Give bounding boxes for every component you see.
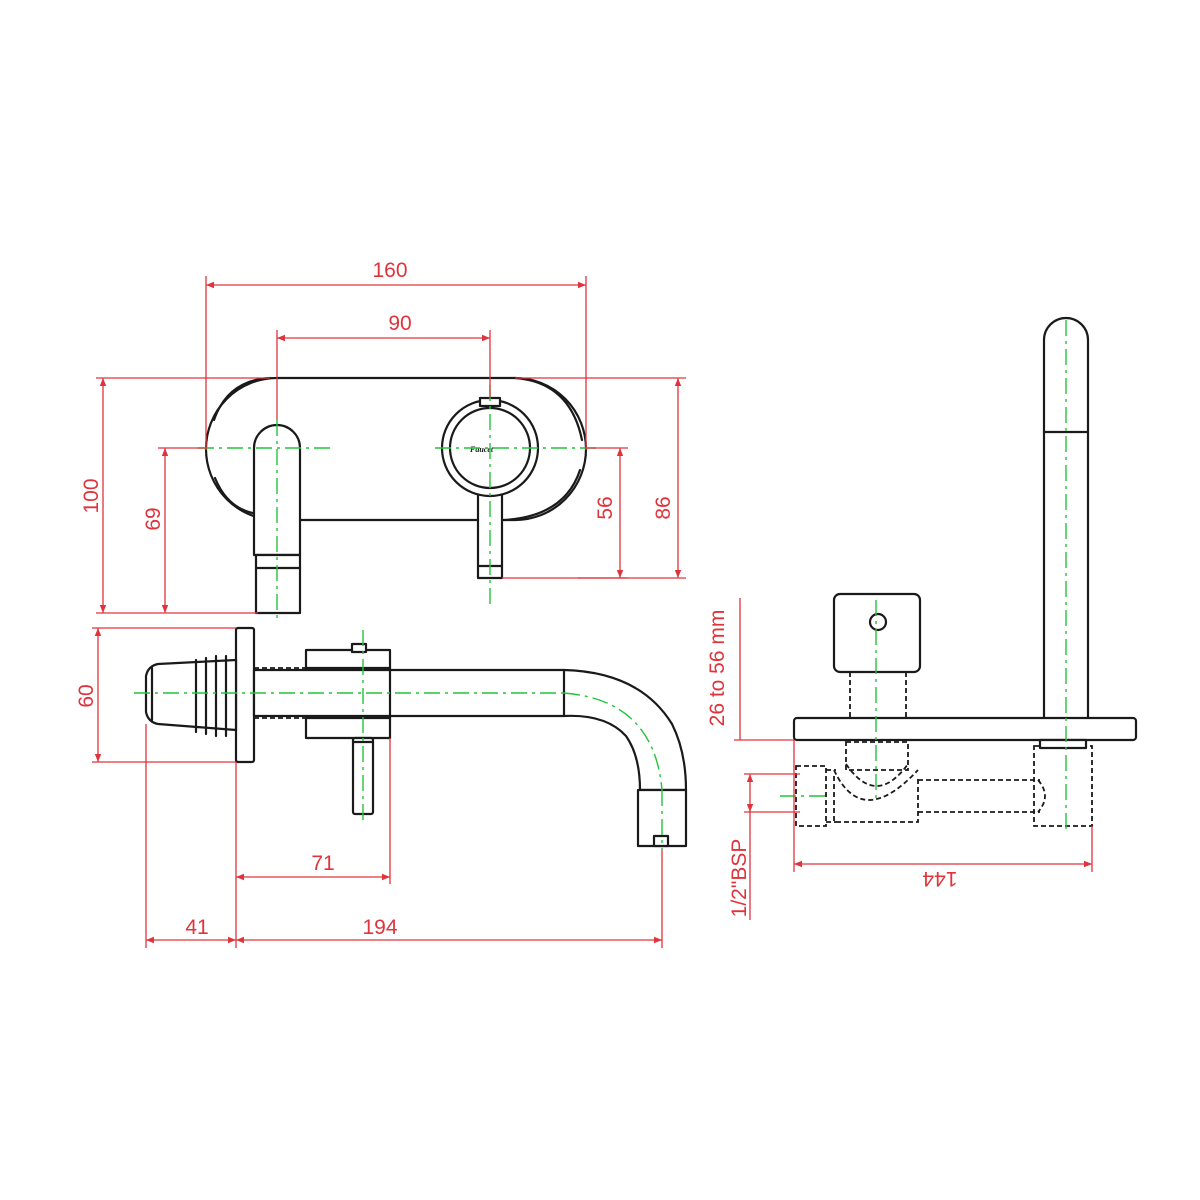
dim-160: 160 bbox=[372, 259, 407, 282]
side-cartridge bbox=[144, 658, 238, 732]
front-plate-edge-right bbox=[513, 376, 584, 442]
dim-71: 71 bbox=[311, 852, 334, 875]
dim-60: 60 bbox=[75, 684, 98, 707]
plan-concealed-body bbox=[795, 738, 1093, 827]
front-plate-edge bbox=[212, 376, 272, 422]
front-plate-edge-lower-right bbox=[503, 468, 582, 522]
dim-41: 41 bbox=[185, 916, 208, 939]
brand-mark: Faucet bbox=[469, 445, 494, 454]
dim-56: 56 bbox=[594, 496, 617, 519]
front-spout-tip bbox=[254, 553, 302, 615]
plan-view bbox=[780, 316, 1138, 830]
dim-26-to-56: 26 to 56 mm bbox=[706, 610, 729, 727]
plan-dimensions: 26 to 56 mm 1/2"BSP 144 bbox=[706, 598, 1093, 920]
plan-spout bbox=[1042, 316, 1090, 726]
side-view bbox=[134, 626, 688, 850]
plan-knob bbox=[832, 592, 922, 674]
dim-144: 144 bbox=[922, 867, 957, 890]
dim-half-inch-bsp: 1/2"BSP bbox=[728, 839, 751, 918]
front-view: Faucet bbox=[198, 376, 598, 620]
dim-100: 100 bbox=[80, 478, 103, 513]
side-wall-plate bbox=[234, 626, 256, 764]
side-dimensions: 60 71 41 194 bbox=[75, 627, 663, 948]
dim-86: 86 bbox=[652, 496, 675, 519]
dim-69: 69 bbox=[142, 507, 165, 530]
front-dimensions: 160 90 100 69 56 86 bbox=[80, 259, 686, 614]
plan-wall-plate bbox=[792, 716, 1138, 742]
dim-90: 90 bbox=[388, 312, 411, 335]
dim-194: 194 bbox=[362, 916, 397, 939]
